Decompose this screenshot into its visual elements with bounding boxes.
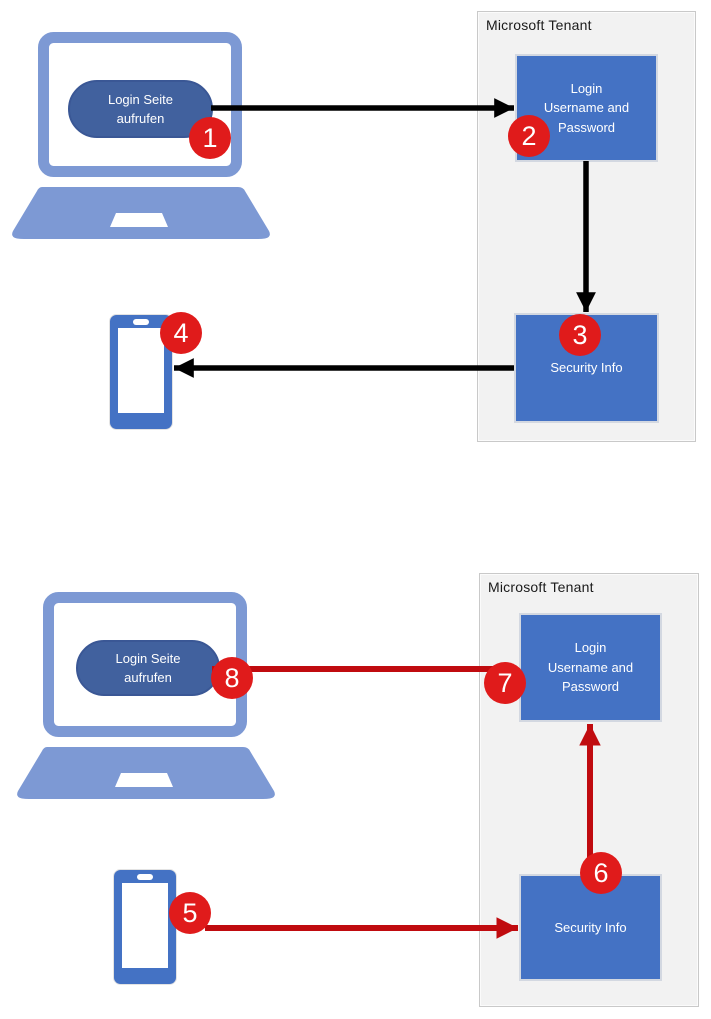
phone-icon: [113, 869, 177, 985]
login-box-bottom: Login Username and Password: [519, 613, 662, 722]
step-badge-5: 5: [169, 892, 211, 934]
step-badge-2: 2: [508, 115, 550, 157]
login-box-line3: Password: [561, 679, 620, 695]
step-number: 1: [202, 122, 218, 153]
step-badge-8: 8: [211, 657, 253, 699]
login-box-line3: Password: [557, 119, 616, 135]
step-badge-4: 4: [160, 312, 202, 354]
security-box-bottom: Security Info: [519, 874, 662, 981]
step-badge-7: 7: [484, 662, 526, 704]
pill-line1: Login Seite: [107, 92, 174, 107]
login-box-line2: Username and: [547, 659, 634, 675]
step-badge-6: 6: [580, 852, 622, 894]
step-number: 4: [173, 317, 189, 348]
login-box-line1: Login: [570, 80, 603, 96]
login-box-line1: Login: [574, 640, 607, 656]
step-number: 5: [182, 897, 198, 928]
pill-line1: Login Seite: [115, 651, 181, 666]
step-badge-1: 1: [189, 117, 231, 159]
tenant-label: Microsoft Tenant: [486, 17, 592, 33]
step-number: 8: [224, 662, 240, 693]
step-number: 7: [497, 667, 513, 698]
login-page-pill: Login Seite aufrufen: [68, 80, 213, 138]
security-box-label: Security Info: [554, 919, 627, 935]
security-box-label: Security Info: [550, 360, 623, 376]
step-number: 3: [572, 319, 588, 350]
step-badge-3: 3: [559, 314, 601, 356]
login-page-pill: Login Seite aufrufen: [76, 640, 220, 696]
phone-icon: [109, 314, 173, 430]
tenant-label: Microsoft Tenant: [488, 579, 594, 595]
step-number: 6: [593, 857, 609, 888]
pill-line2: aufrufen: [124, 670, 172, 685]
login-box-line2: Username and: [543, 100, 630, 116]
pill-line2: aufrufen: [116, 111, 165, 126]
step-number: 2: [521, 120, 537, 151]
